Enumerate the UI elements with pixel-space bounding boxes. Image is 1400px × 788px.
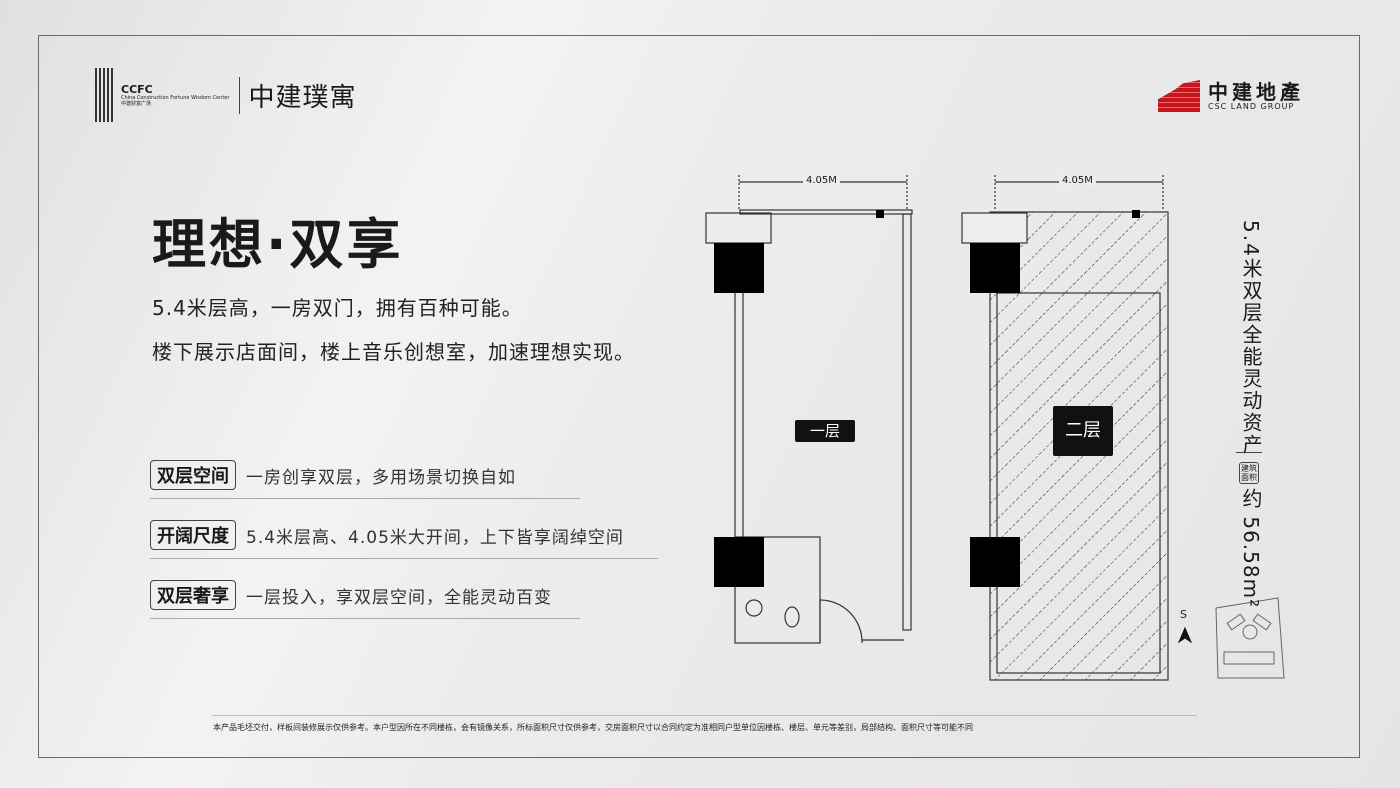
feature-text: 一层投入，享双层空间，全能灵动百变 (246, 587, 552, 608)
logo-mark: CCFC (121, 82, 153, 96)
feature-tag: 开阔尺度 (150, 520, 236, 550)
compass-icon (1177, 626, 1193, 644)
feature-text: 一房创享双层，多用场景切换自如 (246, 467, 516, 488)
dimension-label: 4.05M (1059, 175, 1096, 186)
column (970, 243, 1020, 293)
page-title: 理想·双享 (152, 213, 404, 276)
feature-row: 双层奢享一层投入，享双层空间，全能灵动百变 (150, 580, 580, 619)
brand-name: 中建璞寓 (239, 76, 356, 114)
subtitle-line: 楼下展示店面间，楼上音乐创想室，加速理想实现。 (152, 340, 635, 364)
side-headline: 5.4米双层全能灵动资产 (1239, 220, 1263, 456)
area-badge: 建筑面积 (1239, 462, 1259, 484)
column (714, 537, 764, 587)
key-plan-icon (1215, 597, 1285, 679)
dimension-label: 4.05M (803, 175, 840, 186)
disclaimer: 本产品毛坯交付，样板间装修展示仅供参考。本户型因所在不同楼栋，会有镜像关系，所标… (213, 723, 973, 732)
divider (1236, 452, 1262, 453)
building-icon (95, 68, 115, 122)
footer-divider (212, 715, 1197, 716)
feature-text: 5.4米层高、4.05米大开间，上下皆享阔绰空间 (246, 527, 624, 548)
csc-name-en: CSC LAND GROUP (1208, 101, 1295, 111)
csc-logo: 中建地產 CSC LAND GROUP (1158, 80, 1304, 112)
feature-row: 开阔尺度 5.4米层高、4.05米大开间，上下皆享阔绰空间 (150, 520, 658, 559)
subtitle-line: 5.4米层高，一房双门，拥有百种可能。 (152, 296, 523, 320)
logo-mark-cn: 中建财富广场 (121, 100, 152, 107)
column (714, 243, 764, 293)
plan-floor-1 (705, 175, 913, 644)
floor-1-label: 一层 (795, 420, 855, 442)
logo-mark-sub: China Construction Fortune Wisdom Center (121, 94, 230, 101)
feature-tag: 双层空间 (150, 460, 236, 490)
page-frame (38, 35, 1360, 758)
column (970, 537, 1020, 587)
feature-tag: 双层奢享 (150, 580, 236, 610)
ccfc-logo: CCFC China Construction Fortune Wisdom C… (95, 68, 356, 122)
area-value: 约 56.58m² (1239, 488, 1263, 609)
feature-row: 双层空间一房创享双层，多用场景切换自如 (150, 460, 580, 499)
compass-label: S (1180, 608, 1187, 621)
floor-2-label: 二层 (1053, 406, 1113, 456)
csc-name-cn: 中建地產 (1208, 79, 1304, 104)
